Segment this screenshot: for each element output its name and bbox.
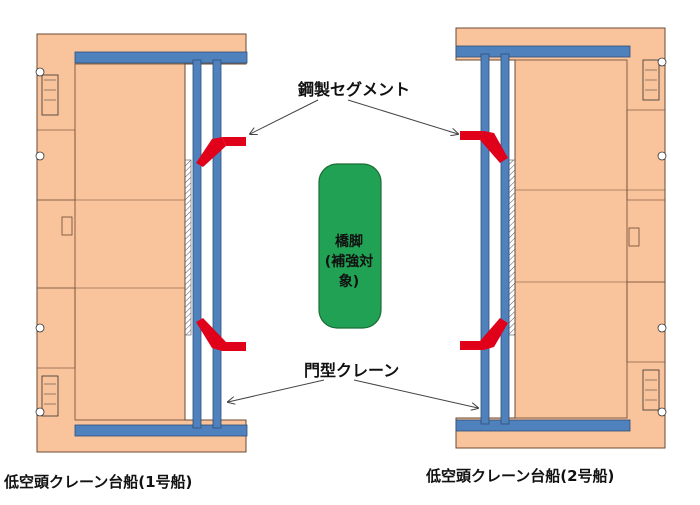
gantry-crane-label: 門型クレーン: [304, 361, 400, 380]
barge-2-label: 低空頭クレーン台船(2号船): [426, 467, 615, 485]
barge-1-label: 低空頭クレーン台船(1号船): [4, 473, 193, 491]
pier-label-line1: 橋脚: [335, 234, 363, 250]
leader-lines: [228, 99, 478, 408]
barge-2: [455, 27, 667, 449]
gantry-crane-1: [74, 51, 248, 437]
bridge-pier: [318, 163, 382, 329]
pier-label: 橋脚 (補強対象): [318, 232, 380, 292]
steel-segment-2: [460, 131, 508, 350]
pier-label-line2: (補強対象): [324, 254, 374, 290]
steel-segment-1: [196, 137, 246, 351]
barge-1: [35, 33, 247, 453]
steel-segment-label: 鋼製セグメント: [298, 80, 411, 99]
gantry-crane-2: [455, 45, 631, 432]
